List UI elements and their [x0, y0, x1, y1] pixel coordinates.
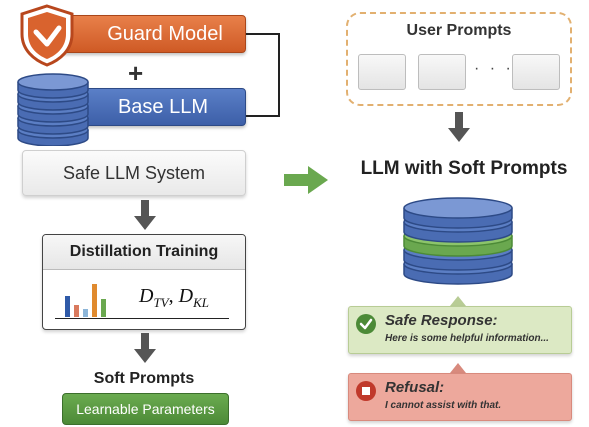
formula-kl-subscript: KL	[193, 295, 209, 310]
soft-prompts-title: Soft Prompts	[93, 370, 195, 387]
stop-circle-icon	[356, 381, 376, 401]
mini-bar-chart	[65, 279, 111, 317]
learnable-parameters-box: Learnable Parameters	[62, 393, 229, 425]
ellipsis: · · ·	[474, 60, 514, 77]
shield-check-icon	[20, 4, 74, 67]
formula-tv-subscript: TV	[153, 295, 169, 310]
arrow-right-icon	[284, 166, 328, 194]
safe-response-text: Here is some helpful information...	[385, 333, 549, 344]
database-icon	[17, 73, 89, 146]
mini-bar	[74, 304, 79, 317]
prompt-box	[358, 54, 406, 90]
distillation-title: Distillation Training	[43, 235, 245, 270]
arrow-down-icon	[134, 333, 156, 363]
refusal-title: Refusal:	[385, 379, 445, 396]
combine-bracket	[246, 33, 280, 117]
mini-bar	[101, 298, 106, 317]
prompt-box	[512, 54, 560, 90]
plus-sign: +	[128, 58, 144, 88]
check-circle-icon	[356, 314, 376, 334]
arrow-down-icon	[448, 112, 470, 142]
guard-model-box: Guard Model	[58, 15, 246, 53]
baseline-rule	[55, 318, 229, 319]
mini-bar	[83, 308, 88, 317]
user-prompts-panel	[346, 12, 572, 106]
refusal-pointer	[450, 363, 466, 373]
safe-response-title: Safe Response:	[385, 312, 498, 329]
llm-with-soft-prompts-title: LLM with Soft Prompts	[360, 158, 568, 179]
base-llm-box: Base LLM	[60, 88, 246, 126]
safe-llm-system-box: Safe LLM System	[22, 150, 246, 196]
base-llm-label: Base LLM	[117, 95, 209, 118]
formula-d-tv: D	[139, 285, 154, 307]
divergence-formula: DTV, DKL	[139, 285, 209, 311]
refusal-text: I cannot assist with that.	[385, 400, 502, 411]
refusal-box: Refusal: I cannot assist with that.	[348, 373, 572, 421]
formula-d-kl: D	[178, 285, 194, 307]
mini-bar	[65, 296, 70, 317]
arrow-down-icon	[134, 200, 156, 230]
guard-model-label: Guard Model	[107, 22, 223, 45]
user-prompts-title: User Prompts	[406, 22, 512, 39]
safe-response-box: Safe Response: Here is some helpful info…	[348, 306, 572, 354]
safe-llm-system-label: Safe LLM System	[62, 162, 206, 183]
mini-bar	[92, 283, 97, 317]
database-icon	[403, 197, 513, 285]
prompt-box	[418, 54, 466, 90]
distillation-card: Distillation Training DTV, DKL	[42, 234, 246, 330]
formula-separator: ,	[168, 285, 179, 307]
learnable-parameters-label: Learnable Parameters	[76, 401, 215, 417]
safe-response-pointer	[450, 296, 466, 306]
